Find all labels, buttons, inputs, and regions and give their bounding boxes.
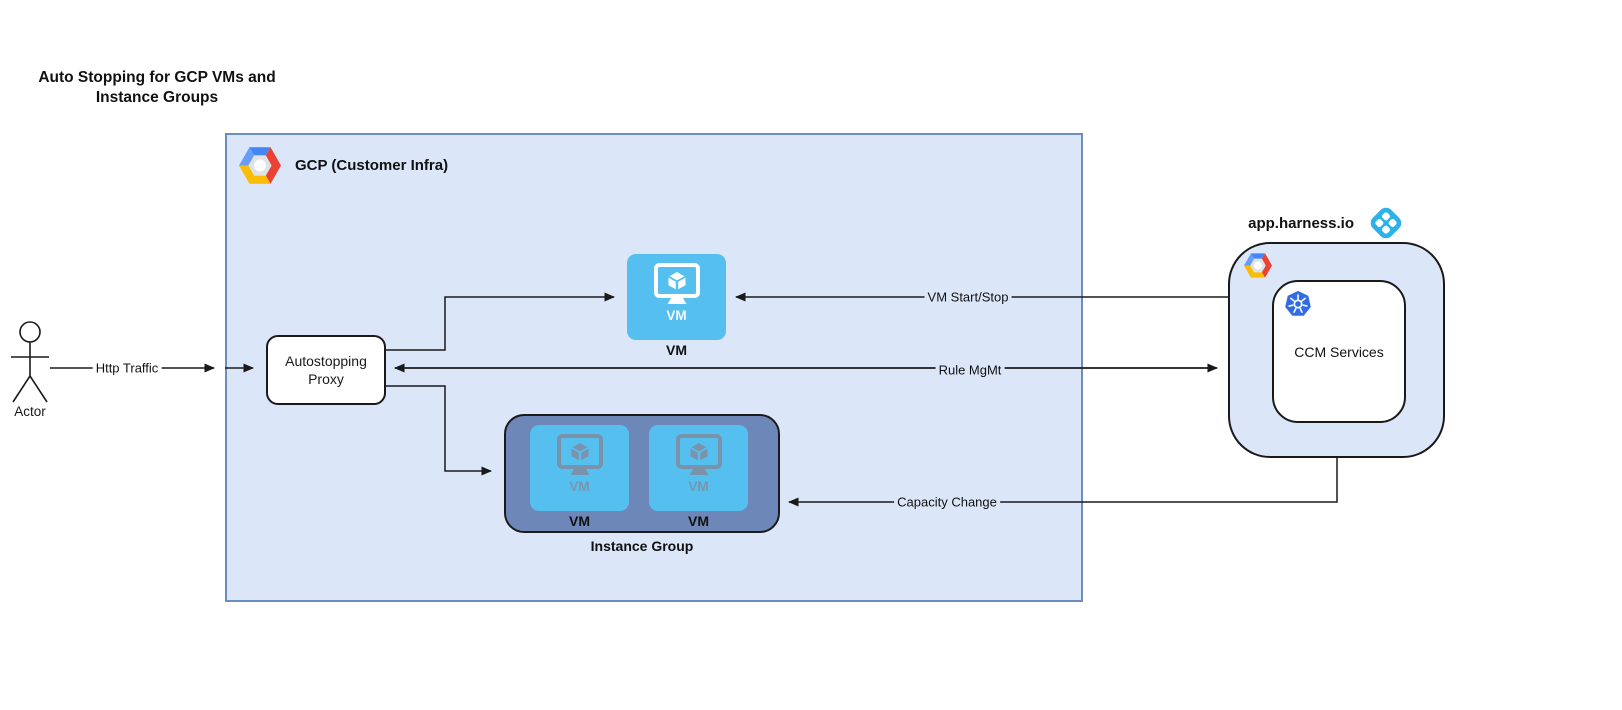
gcp-logo-icon <box>1244 253 1272 278</box>
edge-label-vm-start-stop: VM Start/Stop <box>924 289 1012 305</box>
edge-label-http-traffic: Http Traffic <box>92 360 162 376</box>
vm-tile-label: VM <box>688 479 709 494</box>
diagram-title: Auto Stopping for GCP VMs and Instance G… <box>38 69 276 106</box>
ccm-services-node: CCM Services <box>1272 280 1406 423</box>
vm-tile-label: VM <box>569 479 590 494</box>
edge-label-capacity-change: Capacity Change <box>894 494 1000 510</box>
vm-monitor-icon <box>555 434 605 478</box>
instance-group-label: Instance Group <box>590 538 694 554</box>
harness-header: app.harness.io <box>1216 203 1406 243</box>
vm-monitor-icon <box>674 434 724 478</box>
harness-logo-icon <box>1366 203 1406 243</box>
vm-label: VM <box>666 342 687 358</box>
ccm-services-label: CCM Services <box>1294 343 1384 360</box>
gcp-header: GCP (Customer Infra) <box>239 147 448 184</box>
harness-container: CCM Services <box>1228 242 1445 458</box>
vm-node: VM <box>627 254 726 340</box>
vm-monitor-icon <box>652 263 702 307</box>
instance-group-vm-2: VM <box>649 425 748 511</box>
vm-label: VM <box>688 513 709 529</box>
actor-figure-icon <box>11 321 49 403</box>
vm-tile-label: VM <box>666 308 687 323</box>
autostopping-proxy-node: Autostopping Proxy <box>266 335 386 405</box>
actor-label: Actor <box>14 404 46 419</box>
vm-label: VM <box>569 513 590 529</box>
gcp-logo-icon <box>239 147 281 184</box>
instance-group-vm-1: VM <box>530 425 629 511</box>
autostopping-proxy-label: Autostopping Proxy <box>285 352 367 387</box>
edge-label-rule-mgmt: Rule MgMt <box>935 362 1005 378</box>
harness-title: app.harness.io <box>1248 214 1354 232</box>
gcp-container-label: GCP (Customer Infra) <box>295 157 449 174</box>
instance-group-node: VM VM VM VM <box>504 414 780 533</box>
